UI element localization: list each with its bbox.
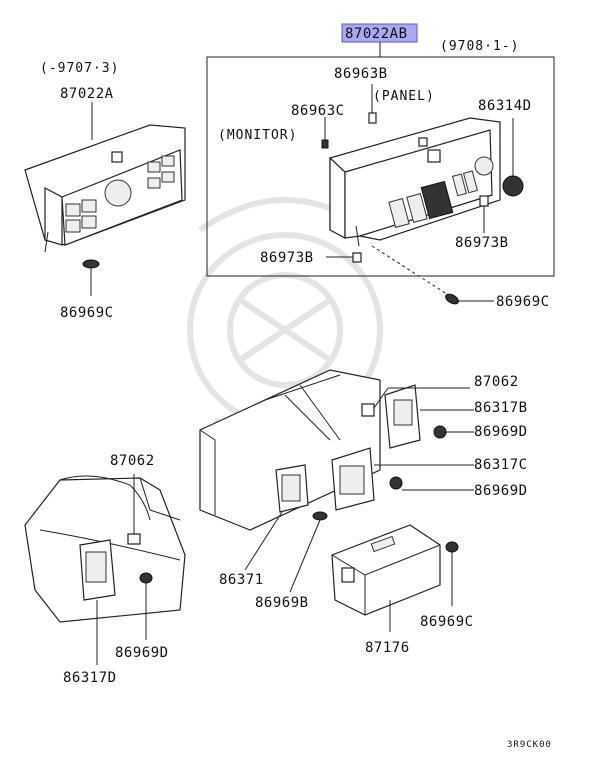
label-87062-left: 87062 xyxy=(110,453,155,469)
label-86317C: 86317C xyxy=(474,457,528,473)
bulb-86963B xyxy=(368,84,377,124)
screw-86969C-mid xyxy=(371,245,494,305)
clip-86973B-right xyxy=(479,195,489,233)
label-86314D: 86314D xyxy=(478,98,532,114)
ac-control-panel-old xyxy=(24,124,186,253)
label-86317D: 86317D xyxy=(63,670,117,686)
actuator-86371 xyxy=(244,464,309,571)
bulb-86963C xyxy=(321,117,329,149)
label-86969B: 86969B xyxy=(255,595,309,611)
control-unit-87176 xyxy=(331,524,441,632)
label-86963C: 86963C xyxy=(291,103,345,119)
actuator-86317D xyxy=(79,539,116,665)
label-panel: (PANEL) xyxy=(373,89,435,104)
label-86969D-r1: 86969D xyxy=(474,424,528,440)
label-86317B: 86317B xyxy=(474,400,528,416)
drawing-code: 3R9CK00 xyxy=(507,740,552,750)
label-86963B: 86963B xyxy=(334,66,388,82)
ac-control-panel-new xyxy=(329,117,501,247)
svg-text:87022AB: 87022AB xyxy=(345,26,408,42)
date-left: (-9707·3) xyxy=(40,61,119,76)
label-87176: 87176 xyxy=(365,640,410,656)
label-86969C-mid: 86969C xyxy=(496,294,550,310)
highlighted-part-number[interactable]: 87022AB xyxy=(341,23,418,43)
label-86371: 86371 xyxy=(219,572,264,588)
date-right: (9708·1-) xyxy=(440,39,519,54)
relay-87062-right xyxy=(361,387,470,417)
relay-87062-left xyxy=(127,474,141,545)
label-86969D-r2: 86969D xyxy=(474,483,528,499)
screw-86969D-r1 xyxy=(433,425,474,439)
screw-86969D-r2 xyxy=(389,476,474,491)
screw-86969C-left xyxy=(82,259,100,296)
screw-86969C-br xyxy=(445,541,459,606)
screw-86969D-left xyxy=(139,572,153,640)
label-87022A: 87022A xyxy=(60,86,114,102)
screw-86969B xyxy=(289,511,328,593)
label-86969C-left: 86969C xyxy=(60,305,114,321)
label-86969D-left: 86969D xyxy=(115,645,169,661)
label-monitor: (MONITOR) xyxy=(218,128,297,143)
clip-86973B-left xyxy=(326,252,362,263)
actuator-86317B xyxy=(384,384,421,449)
label-87062-right: 87062 xyxy=(474,374,519,390)
actuator-86317C xyxy=(331,447,375,511)
label-86973B-right: 86973B xyxy=(455,235,509,251)
label-86973B-left: 86973B xyxy=(260,250,314,266)
knob-86314D xyxy=(502,118,524,197)
label-86969C-br: 86969C xyxy=(420,614,474,630)
